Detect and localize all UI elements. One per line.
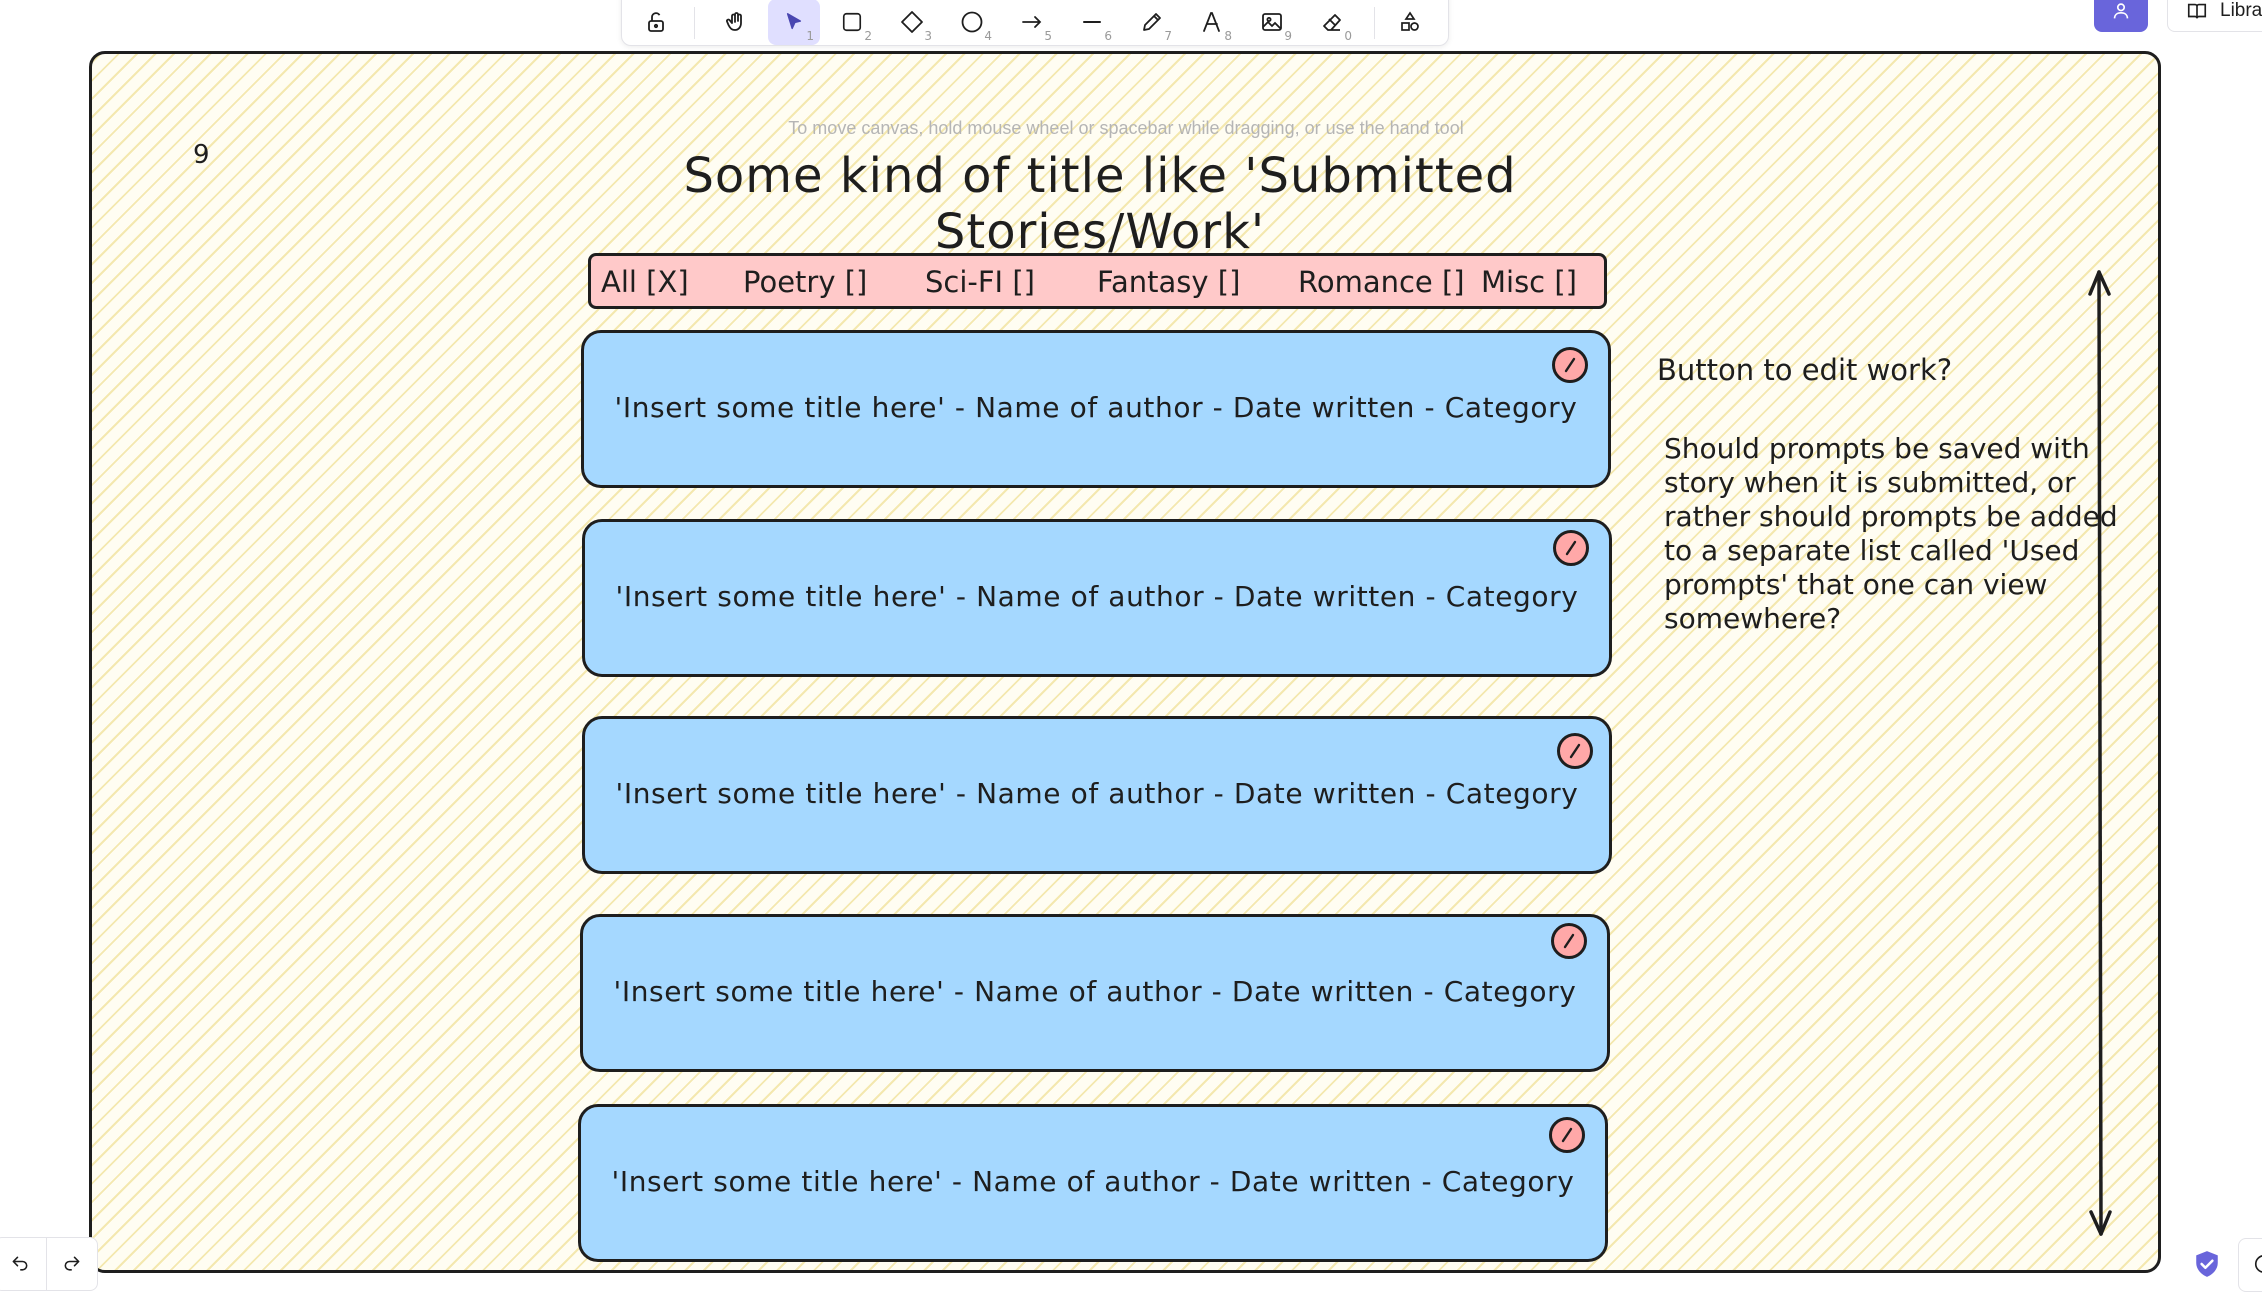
eraser-tool-button[interactable]: 0 bbox=[1306, 0, 1358, 45]
slash-icon bbox=[1565, 540, 1577, 556]
edit-button-note: Button to edit work? bbox=[1657, 353, 1953, 387]
users-icon bbox=[2113, 3, 2129, 19]
undo-icon bbox=[12, 1256, 28, 1271]
diamond-icon bbox=[901, 11, 923, 33]
prompts-note: Should prompts be saved with story when … bbox=[1664, 432, 2118, 635]
story-card[interactable]: 'Insert some title here' - Name of autho… bbox=[582, 519, 1612, 677]
book-icon bbox=[2187, 3, 2207, 19]
shortcut-key: 7 bbox=[1164, 29, 1172, 43]
page-title: Some kind of title like 'Submitted Stori… bbox=[683, 148, 1517, 260]
story-card[interactable]: 'Insert some title here' - Name of autho… bbox=[580, 914, 1610, 1072]
shortcut-key: 8 bbox=[1224, 29, 1232, 43]
collaborate-button[interactable] bbox=[2094, 0, 2148, 32]
slash-icon bbox=[1564, 357, 1576, 373]
line-icon bbox=[1083, 21, 1101, 23]
slash-icon bbox=[1561, 1127, 1573, 1143]
rectangle-icon bbox=[842, 12, 862, 32]
story-card[interactable]: 'Insert some title here' - Name of autho… bbox=[578, 1104, 1608, 1262]
library-label: Librar bbox=[2220, 0, 2262, 21]
filter-misc[interactable]: Misc [] bbox=[1481, 265, 1577, 299]
rectangle-tool-button[interactable]: 2 bbox=[826, 0, 878, 45]
story-card-text: 'Insert some title here' - Name of autho… bbox=[613, 975, 1577, 1008]
edit-work-button[interactable] bbox=[1553, 530, 1589, 566]
main-toolbar: 1 2 3 4 5 6 7 8 9 0 bbox=[621, 0, 1449, 46]
selection-tool-button[interactable]: 1 bbox=[768, 0, 820, 45]
pointer-icon bbox=[786, 13, 802, 30]
story-card[interactable]: 'Insert some title here' - Name of autho… bbox=[582, 716, 1612, 874]
story-card-text: 'Insert some title here' - Name of autho… bbox=[614, 391, 1578, 424]
shortcut-key: 4 bbox=[984, 29, 992, 43]
story-card[interactable]: 'Insert some title here' - Name of autho… bbox=[581, 330, 1611, 488]
shortcut-key: 3 bbox=[924, 29, 932, 43]
shapes-icon bbox=[1401, 11, 1419, 31]
image-icon bbox=[1262, 13, 1282, 31]
filter-fantasy[interactable]: Fantasy [] bbox=[1097, 265, 1241, 299]
redo-icon bbox=[64, 1256, 80, 1271]
shortcut-key: 6 bbox=[1104, 29, 1112, 43]
unlock-icon bbox=[648, 12, 664, 32]
redo-button[interactable] bbox=[45, 1238, 98, 1290]
slash-icon bbox=[1563, 933, 1575, 949]
filter-romance[interactable]: Romance [] bbox=[1298, 265, 1465, 299]
diamond-tool-button[interactable]: 3 bbox=[886, 0, 938, 45]
double-arrow-icon bbox=[2088, 270, 2112, 1236]
help-icon bbox=[2254, 1255, 2262, 1273]
filter-poetry[interactable]: Poetry [] bbox=[743, 265, 868, 299]
shortcut-key: 1 bbox=[806, 29, 814, 43]
text-tool-button[interactable]: 8 bbox=[1186, 0, 1238, 45]
canvas-hint: To move canvas, hold mouse wheel or spac… bbox=[788, 118, 1464, 138]
corner-number: 9 bbox=[193, 140, 210, 170]
eraser-icon bbox=[1323, 14, 1341, 31]
undo-button[interactable] bbox=[0, 1238, 46, 1290]
edit-work-button[interactable] bbox=[1557, 733, 1593, 769]
image-tool-button[interactable]: 9 bbox=[1246, 0, 1298, 45]
story-card-text: 'Insert some title here' - Name of autho… bbox=[611, 1165, 1575, 1198]
library-button[interactable]: Librar bbox=[2167, 0, 2262, 32]
ellipse-icon bbox=[961, 11, 983, 33]
hand-icon bbox=[726, 12, 742, 31]
edit-work-button[interactable] bbox=[1551, 923, 1587, 959]
draw-tool-button[interactable]: 7 bbox=[1126, 0, 1178, 45]
pencil-icon bbox=[1143, 13, 1161, 31]
arrow-icon bbox=[1022, 16, 1042, 28]
story-card-text: 'Insert some title here' - Name of autho… bbox=[615, 777, 1579, 810]
slash-icon bbox=[1569, 743, 1581, 759]
shortcut-key: 2 bbox=[864, 29, 872, 43]
line-tool-button[interactable]: 6 bbox=[1066, 0, 1118, 45]
story-card-text: 'Insert some title here' - Name of autho… bbox=[615, 580, 1579, 613]
category-filter-bar: All [X] Poetry [] Sci-FI [] Fantasy [] R… bbox=[588, 253, 1607, 309]
edit-work-button[interactable] bbox=[1549, 1117, 1585, 1153]
arrow-tool-button[interactable]: 5 bbox=[1006, 0, 1058, 45]
shortcut-key: 0 bbox=[1344, 29, 1352, 43]
shield-check-icon[interactable] bbox=[2194, 1250, 2220, 1278]
edit-work-button[interactable] bbox=[1552, 347, 1588, 383]
help-button[interactable] bbox=[2238, 1238, 2262, 1292]
shortcut-key: 9 bbox=[1284, 29, 1292, 43]
ellipse-tool-button[interactable]: 4 bbox=[946, 0, 998, 45]
more-shapes-button[interactable] bbox=[1384, 0, 1436, 45]
filter-all[interactable]: All [X] bbox=[601, 265, 689, 299]
filter-scifi[interactable]: Sci-FI [] bbox=[925, 265, 1035, 299]
undo-redo-group bbox=[0, 1237, 98, 1291]
hand-tool-button[interactable] bbox=[710, 0, 762, 45]
text-icon bbox=[1203, 12, 1220, 32]
shortcut-key: 5 bbox=[1044, 29, 1052, 43]
lock-tool-button[interactable] bbox=[630, 0, 682, 45]
